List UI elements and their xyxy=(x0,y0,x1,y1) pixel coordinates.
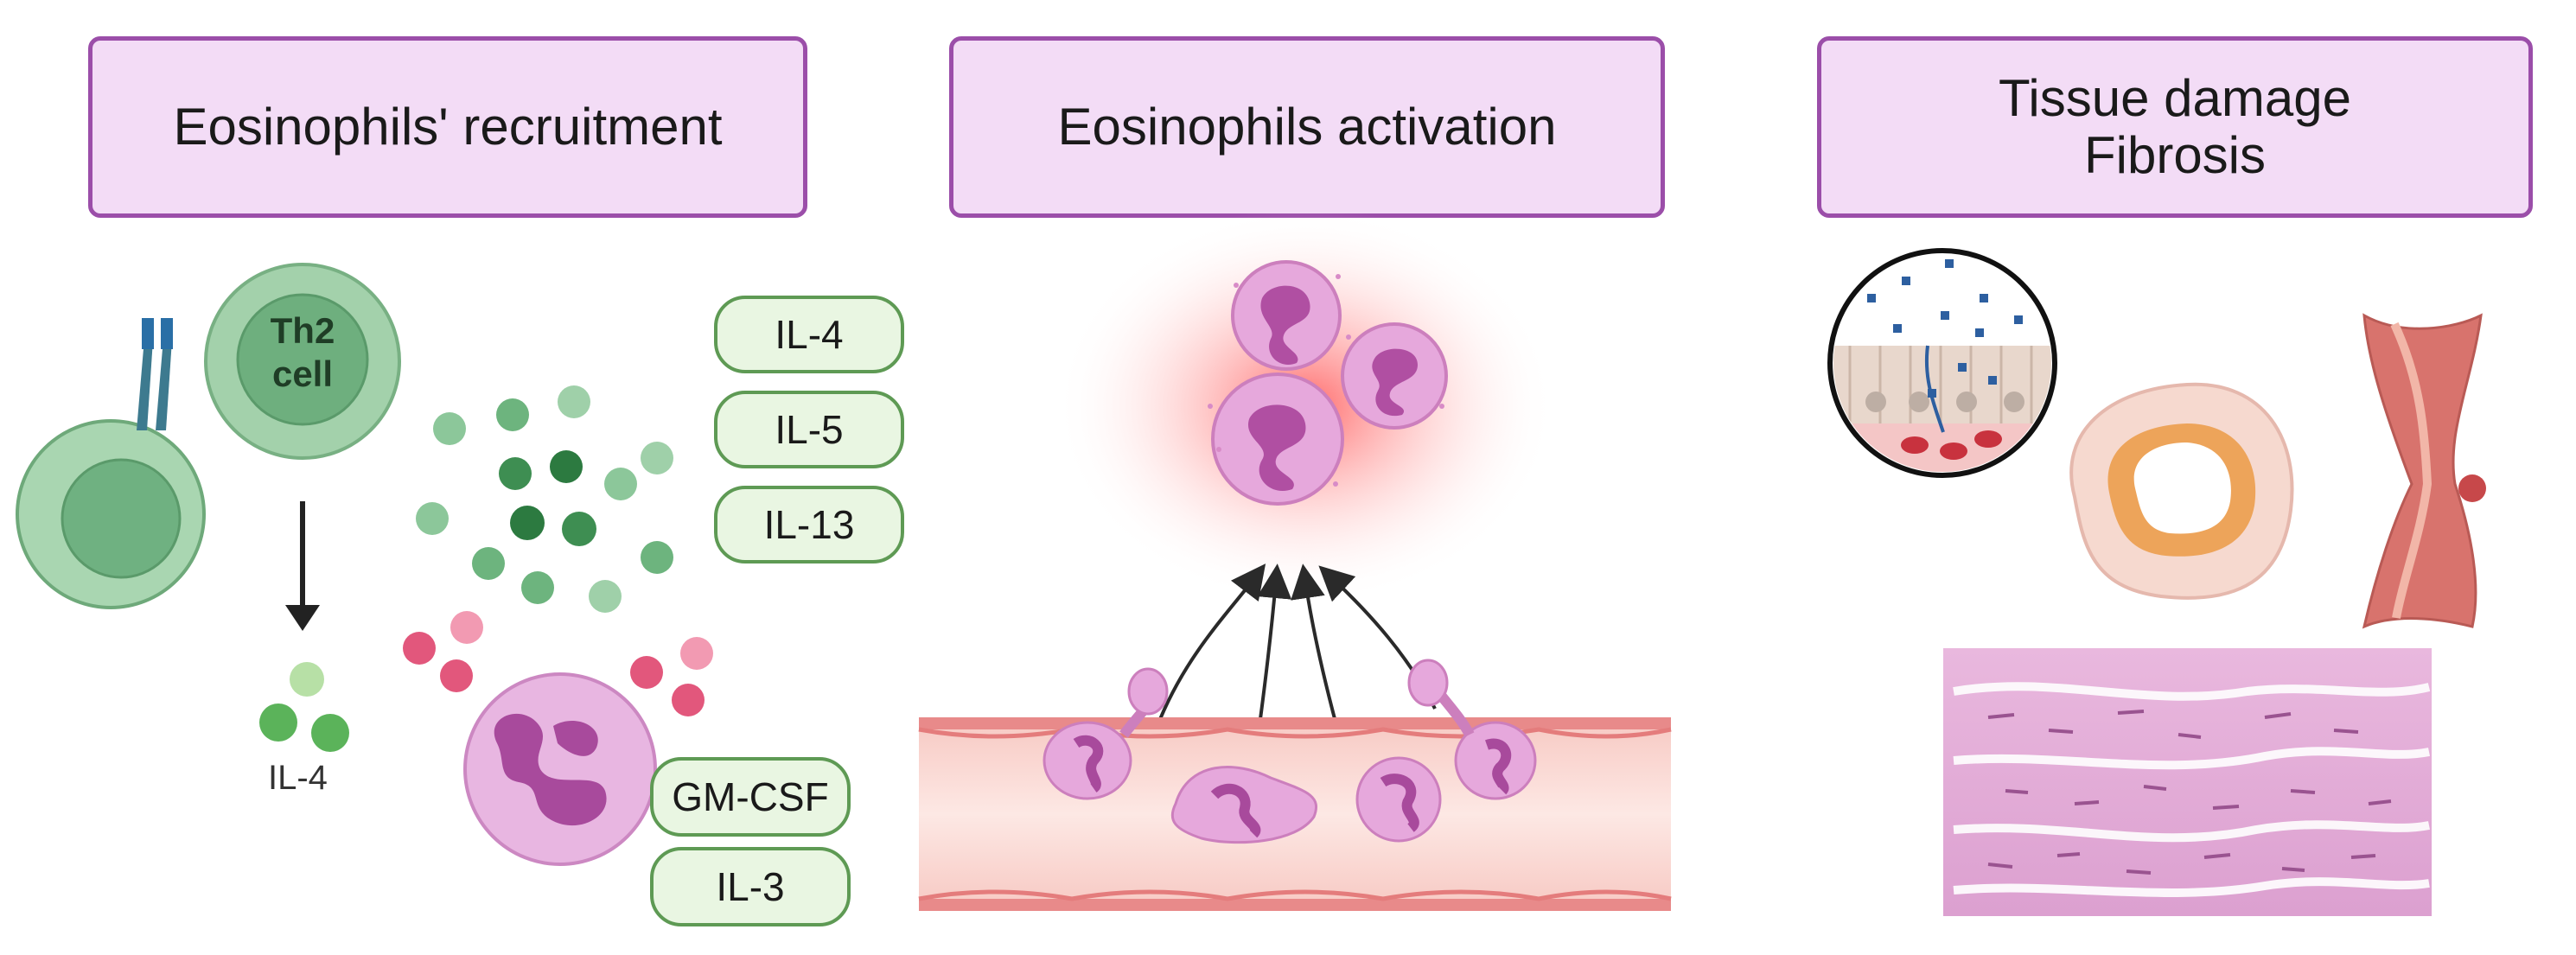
cytokine-pill-il5: IL-5 xyxy=(714,391,904,468)
pink-granules-icon xyxy=(403,611,713,716)
th2-label-line2: cell xyxy=(271,353,334,394)
header-damage-line1: Tissue damage xyxy=(1999,69,2351,127)
th2-cell-icon xyxy=(204,263,401,460)
il4-molecule-label: IL-4 xyxy=(268,759,328,797)
esophagus-cross-section-icon xyxy=(2069,382,2294,600)
header-recruitment-label: Eosinophils' recruitment xyxy=(173,98,723,156)
migrating-eosinophils-icon xyxy=(1043,659,1537,844)
cytokine-pill-il3: IL-3 xyxy=(650,847,851,926)
eosinophil-cluster-icon xyxy=(1208,260,1448,506)
cytokine-pill-il4: IL-4 xyxy=(714,296,904,373)
header-tissue-damage: Tissue damage Fibrosis xyxy=(1817,36,2533,218)
cytokine-pill-gmcsf: GM-CSF xyxy=(650,757,851,837)
cytokine-pill-il13: IL-13 xyxy=(714,486,904,563)
cytokine-cloud-icon xyxy=(416,385,673,613)
fibrotic-tissue-icon xyxy=(1943,648,2432,916)
header-damage-line2: Fibrosis xyxy=(2083,126,2267,184)
il4-molecules-icon xyxy=(259,662,349,752)
b-cell-icon xyxy=(16,318,206,609)
th2-cell-label: Th2 cell xyxy=(216,309,389,396)
th2-label-line1: Th2 xyxy=(270,310,335,351)
esophagus-longitudinal-icon xyxy=(2362,313,2486,629)
header-activation-label: Eosinophils activation xyxy=(1057,98,1557,156)
header-recruitment: Eosinophils' recruitment xyxy=(88,36,807,218)
magnified-tissue-icon xyxy=(1827,248,2057,478)
eosinophil-large-icon xyxy=(463,672,657,866)
